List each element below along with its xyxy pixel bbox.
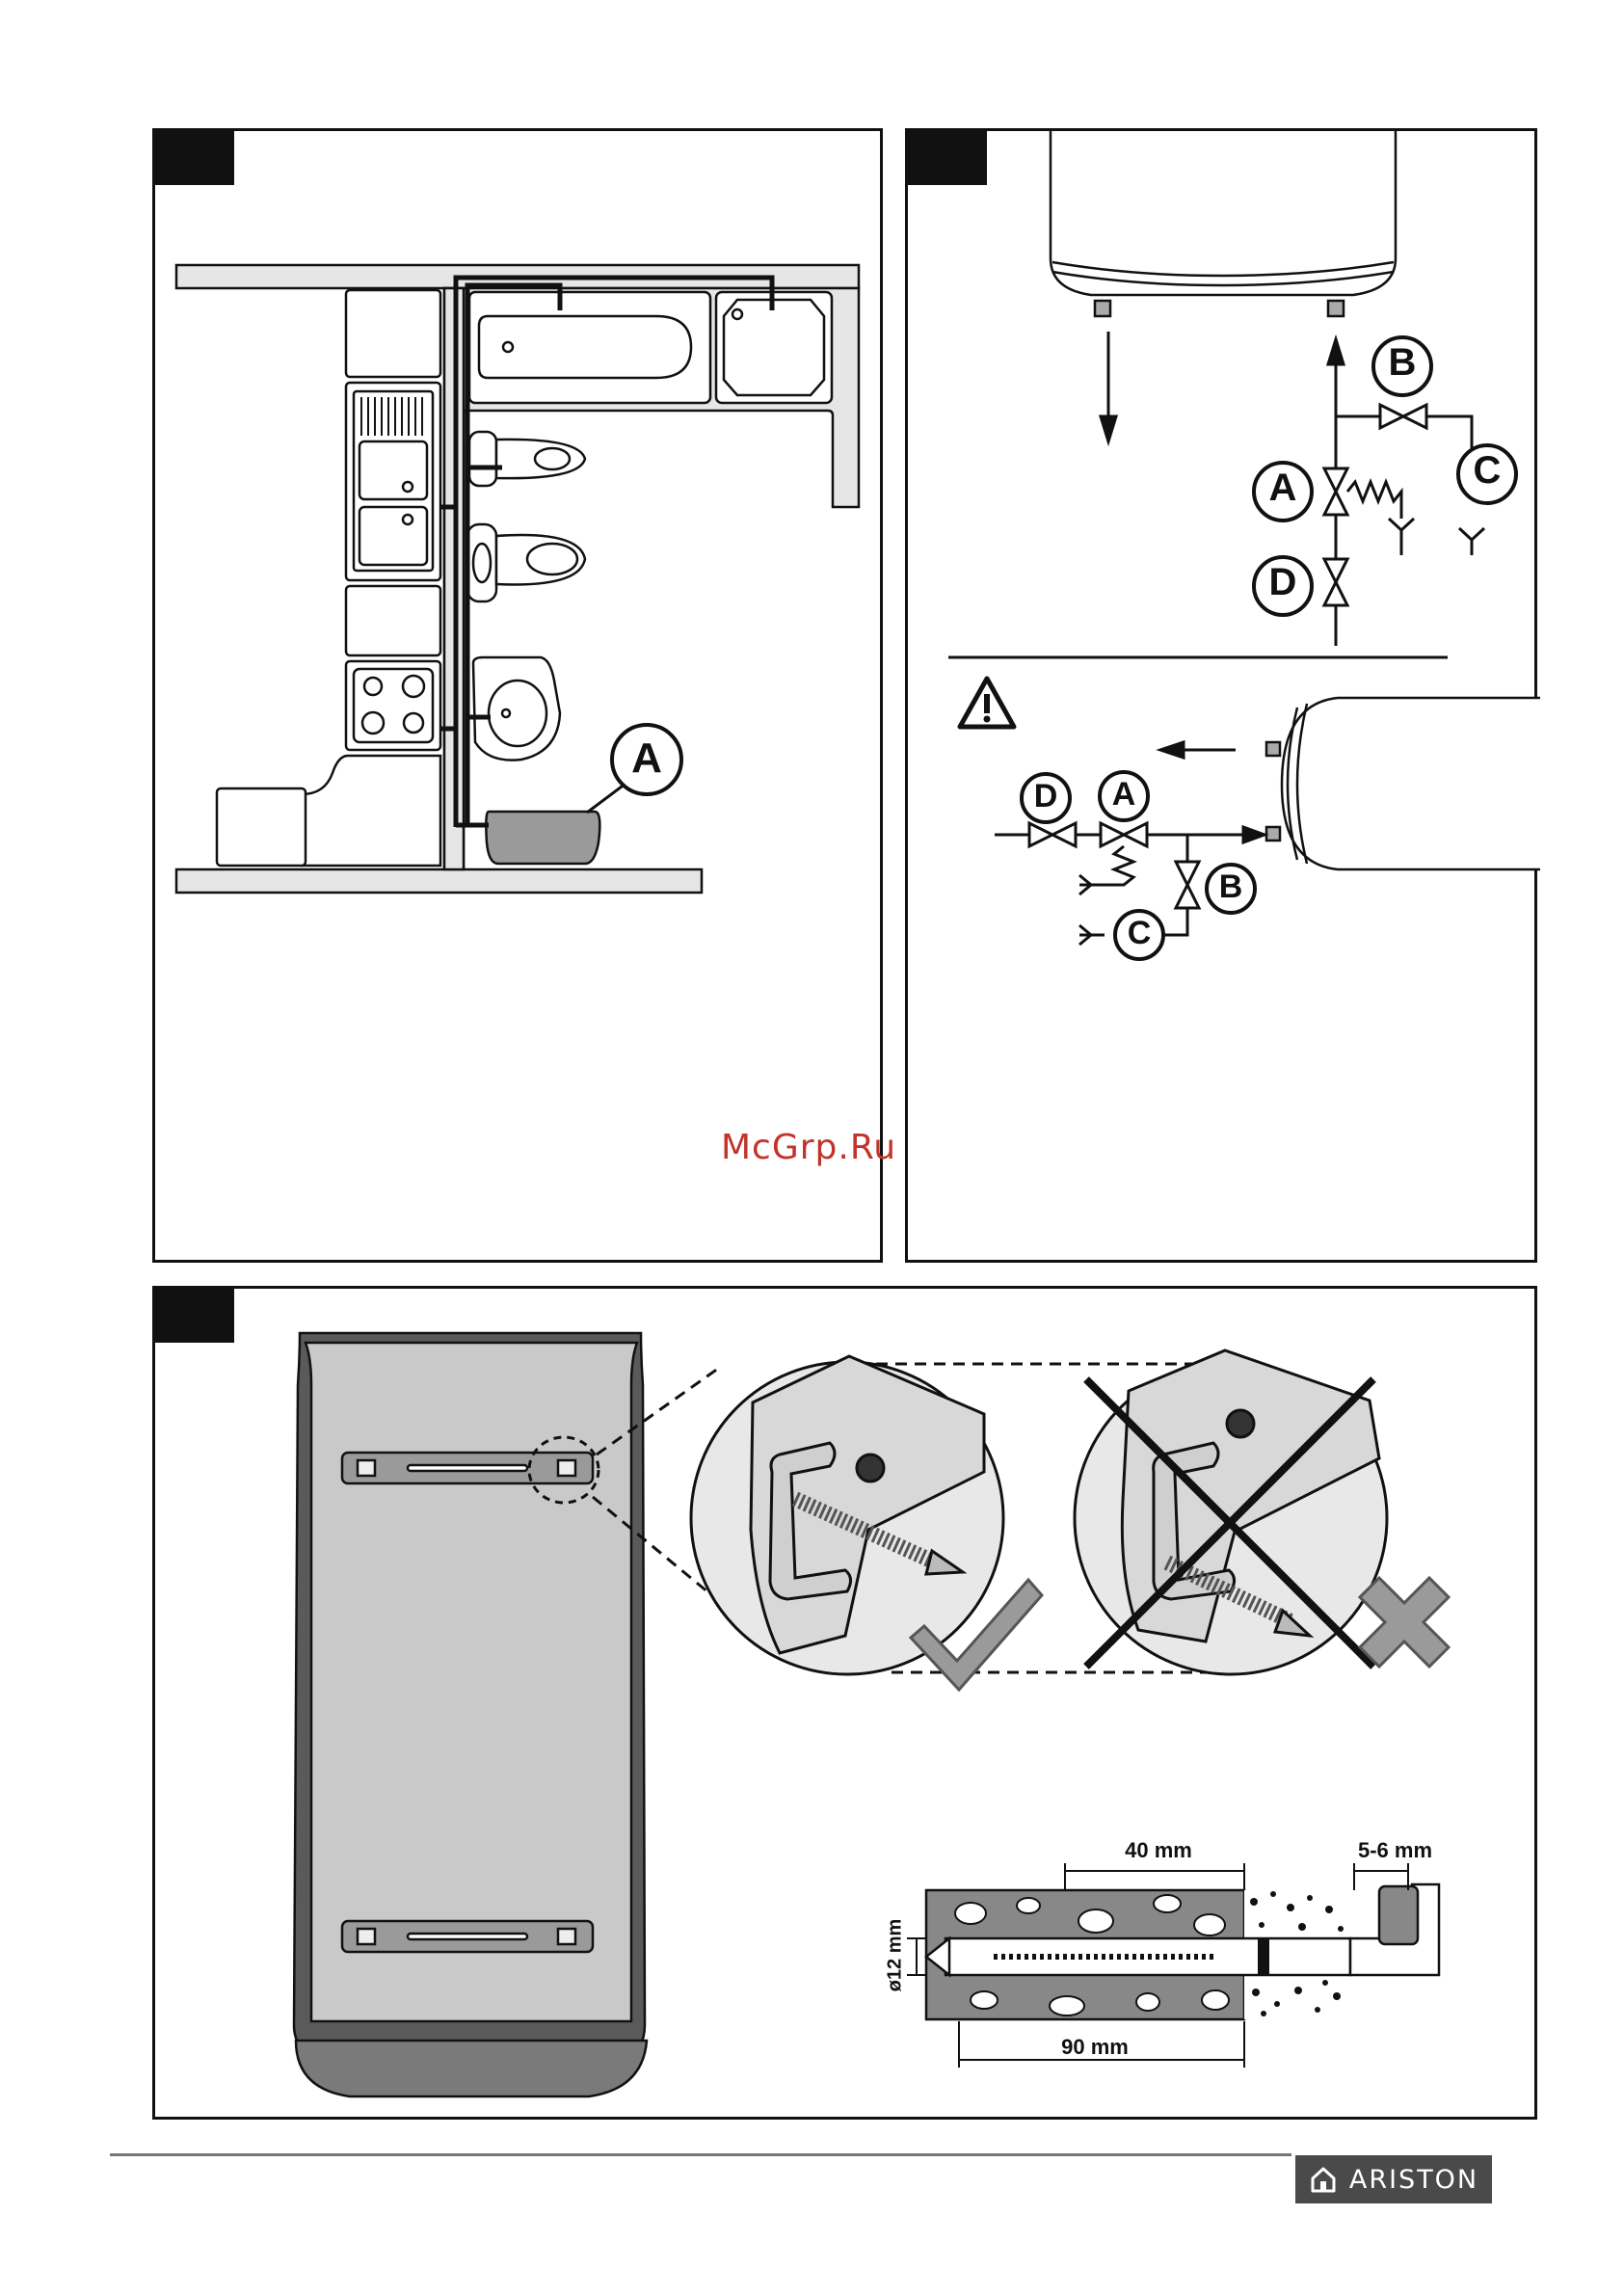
hydraulic-drawing [908,131,1540,1266]
tank-horizontal [1266,698,1540,869]
valve-label-c-h: C [1115,915,1163,952]
cross-icon [1360,1578,1449,1667]
dimension-diameter: ø12 mm [885,1908,907,2004]
tank-front [294,1333,647,2096]
panel-hydraulic: B A C D D A B C [905,128,1537,1263]
stove-icon [354,669,433,742]
valve-label-b: B [1373,341,1431,385]
water-heater-icon [486,812,599,864]
sink-icon [354,391,433,571]
warning-triangle-icon [960,679,1014,727]
zoom-correct [691,1356,1003,1674]
valve-label-c: C [1458,449,1516,493]
callout-label: A [610,734,683,783]
house-icon [1309,2165,1338,2194]
valve-label-a-h: A [1100,776,1148,814]
dimension-gap: 5-6 mm [1358,1838,1464,1863]
toilet-icon [469,432,585,486]
floor-plan-drawing [155,131,886,1266]
watermark: McGrp.Ru [721,1128,896,1167]
valve-label-b-h: B [1207,868,1255,906]
panel-floor-plan: A [152,128,883,1263]
kitchen-cabinet [346,290,440,377]
dimension-depth: 40 mm [1105,1838,1211,1863]
tank-vertical [1051,131,1396,316]
panel-mounting: 40 mm 5-6 mm 90 mm ø12 mm [152,1286,1537,2120]
footer-rule [110,2153,1291,2156]
brand-name: ARISTON [1349,2165,1478,2195]
dimension-length: 90 mm [1042,2035,1148,2060]
washbasin-icon [473,657,560,761]
brand-logo: ARISTON [1295,2155,1492,2203]
mounting-drawing [155,1289,1540,2122]
dowel-section [926,1884,1439,2019]
bathtub-icon [469,292,710,403]
valve-label-d-h: D [1022,778,1070,815]
bidet-icon [467,524,585,601]
valve-label-d: D [1254,561,1312,604]
valve-label-a: A [1254,467,1312,510]
zoom-wrong [1075,1350,1387,1674]
